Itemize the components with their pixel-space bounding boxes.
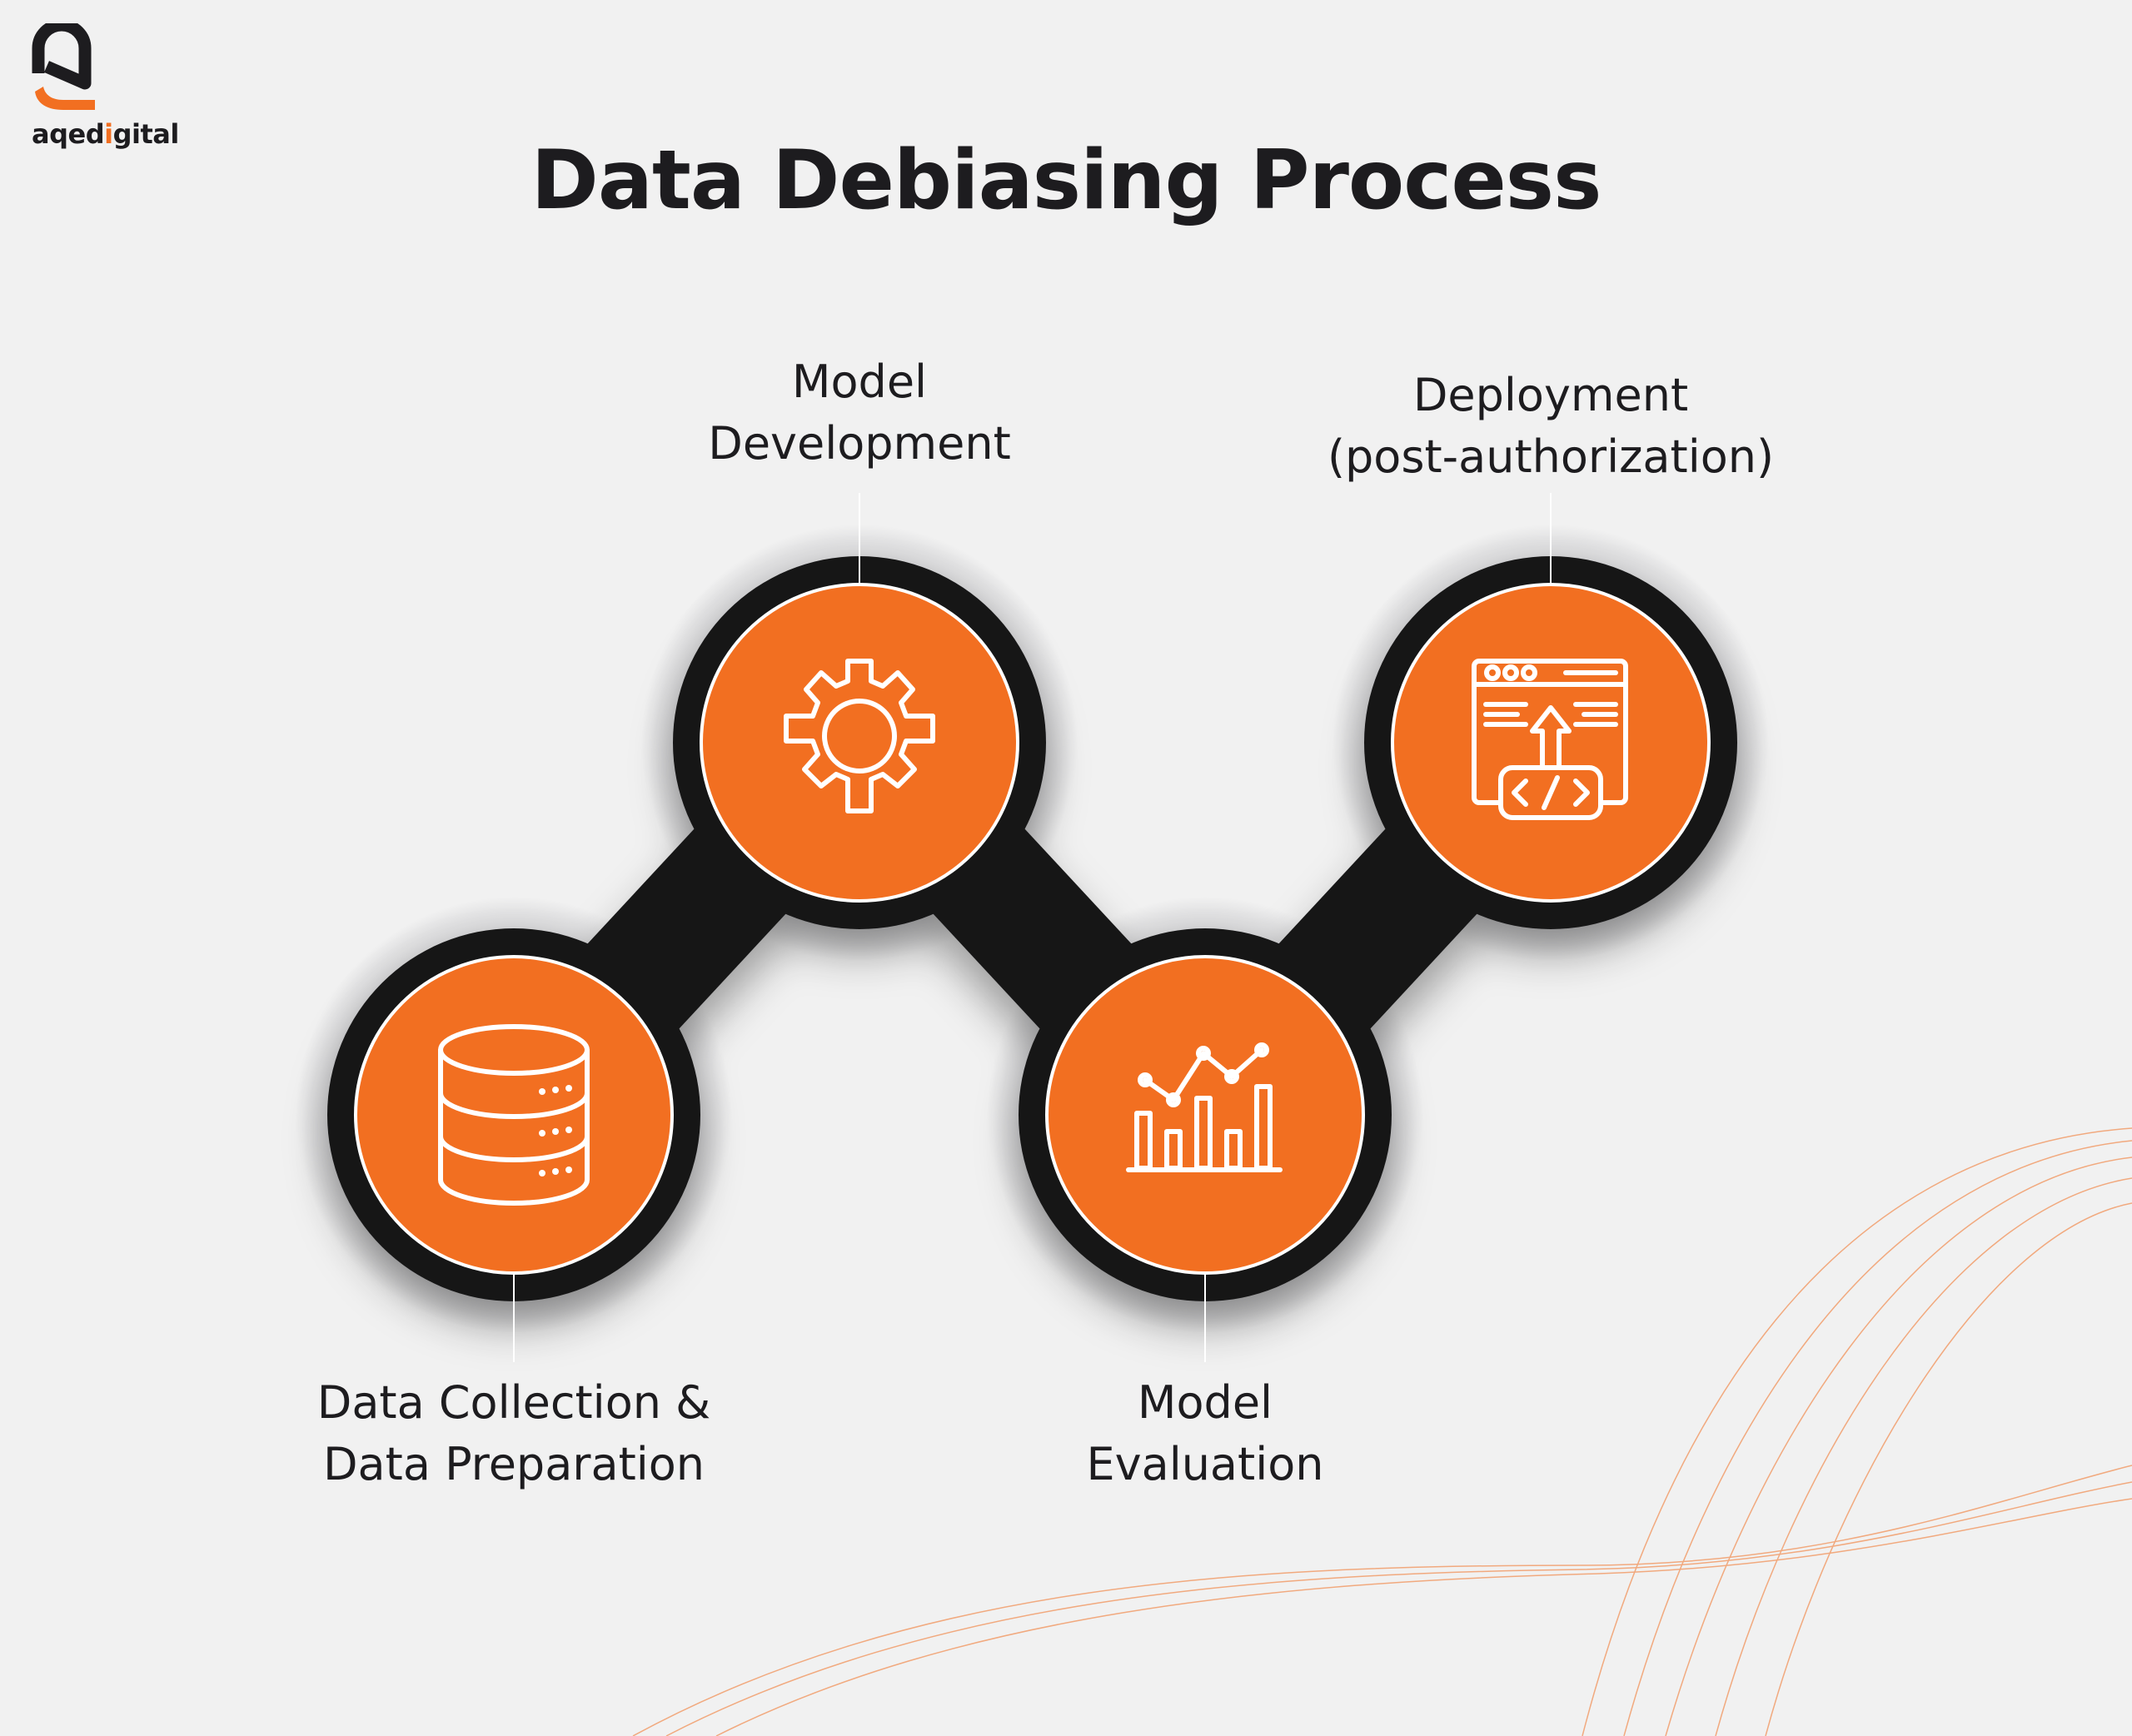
database-icon (438, 1024, 590, 1206)
brand-logo (30, 18, 188, 118)
step-label-deployment: Deployment (post-authorization) (1259, 365, 1842, 488)
label-line: Model (791, 356, 928, 408)
pointer-lines (513, 493, 1552, 1362)
label-line: (post-authorization) (1327, 430, 1775, 483)
disc-model-evaluation (1045, 955, 1365, 1275)
disc-model-development (700, 583, 1019, 903)
label-line: Data Collection & (316, 1376, 711, 1429)
brand-name: aqedigital (32, 118, 179, 150)
step-label-model-evaluation: Model Evaluation (914, 1372, 1497, 1495)
page-title: Data Debiasing Process (531, 133, 1602, 228)
label-line: Data Preparation (322, 1438, 705, 1490)
brand-name-part: aqed (32, 118, 105, 150)
label-line: Evaluation (1086, 1438, 1324, 1490)
label-line: Deployment (1412, 369, 1689, 421)
step-label-data-collection: Data Collection & Data Preparation (222, 1372, 805, 1495)
disc-deployment (1391, 583, 1711, 903)
chart-icon (1126, 1042, 1283, 1172)
brand-name-part: gital (112, 118, 180, 150)
gear-icon (784, 659, 935, 813)
code-deploy-icon (1472, 659, 1628, 820)
step-label-model-development: Model Development (568, 351, 1151, 475)
brand-name-accent: i (104, 118, 113, 150)
label-line: Model (1137, 1376, 1273, 1429)
logo-mark-icon (32, 18, 95, 110)
wave-decoration (632, 1127, 2132, 1736)
label-line: Development (708, 417, 1011, 470)
